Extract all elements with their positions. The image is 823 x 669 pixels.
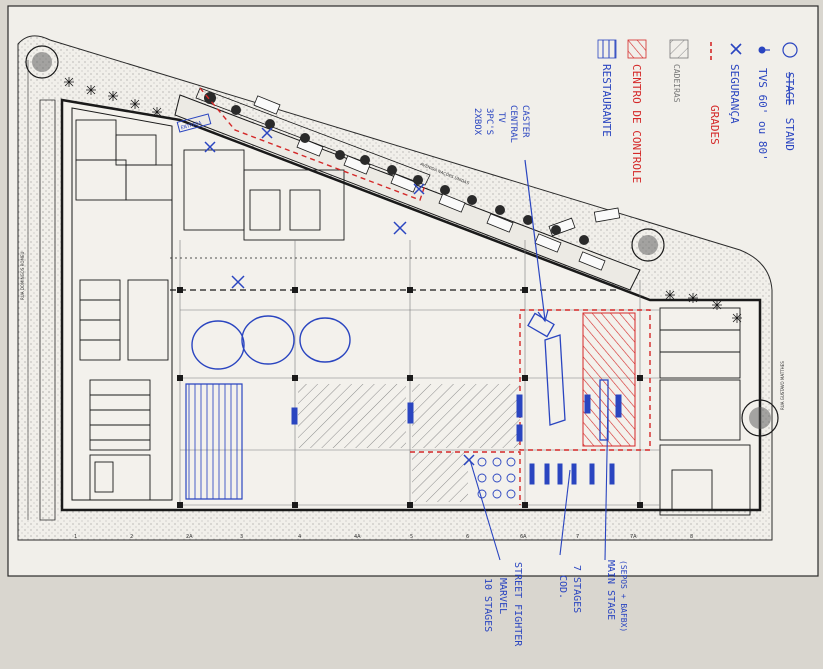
svg-text:6A: 6A <box>520 534 527 540</box>
svg-text:CENTRO DE CONTROLE: CENTRO DE CONTROLE <box>630 64 643 183</box>
svg-text:CENTRAL: CENTRAL <box>508 105 518 143</box>
street-right-label: RUA GUSTAVO MATTHES <box>780 361 785 410</box>
svg-text:CASTER: CASTER <box>520 105 530 138</box>
svg-text:MAIN STAGE: MAIN STAGE <box>605 560 616 620</box>
svg-text:(SEPOS + BAFBX): (SEPOS + BAFBX) <box>619 560 628 632</box>
stand-circle <box>191 320 245 370</box>
legend-tv-symbol <box>758 46 770 54</box>
svg-text:TVS 60' ou 80': TVS 60' ou 80' <box>756 68 769 161</box>
tree-group <box>25 45 779 437</box>
security-icon <box>413 183 425 195</box>
svg-text:MARVEL: MARVEL <box>497 578 508 614</box>
svg-text:7A: 7A <box>630 534 637 540</box>
bottom-annotations: STREET FIGHTER MARVEL 10 STAGES 7 STAGES… <box>482 560 628 647</box>
chairs-zone <box>298 384 520 502</box>
grid-column-labels: 1 2 2A 3 4 4A 5 6 6A 7 7A 8 <box>74 534 693 540</box>
svg-text:GRADES: GRADES <box>708 105 721 145</box>
entrance-label: ENTRADA <box>180 120 202 131</box>
svg-text:10 STAGES: 10 STAGES <box>482 578 493 632</box>
svg-text:RESTAURANTE: RESTAURANTE <box>600 64 613 137</box>
security-marks <box>204 127 475 466</box>
svg-text:7 STAGES: 7 STAGES <box>571 565 582 613</box>
stage-marks <box>291 312 622 499</box>
security-icon <box>261 127 273 139</box>
legend-chairs-symbol <box>669 39 689 59</box>
svg-text:4A: 4A <box>354 534 361 540</box>
stand-circles <box>191 315 351 370</box>
svg-text:2A: 2A <box>186 534 193 540</box>
security-icon <box>393 221 407 235</box>
svg-text:1: 1 <box>74 534 77 540</box>
svg-text:8: 8 <box>690 534 693 540</box>
security-icon <box>231 275 245 289</box>
restaurant-zone <box>185 383 243 500</box>
svg-text:4: 4 <box>298 534 301 540</box>
legend-restaurant-symbol <box>597 39 617 59</box>
legend-control-symbol <box>627 39 647 59</box>
security-icon <box>204 141 216 153</box>
fence-lines <box>199 87 651 505</box>
caster-annotation: CASTER CENTRAL TV 3PC'S 2XBOX <box>472 105 549 323</box>
entrance: ENTRADA <box>176 113 212 133</box>
svg-text:2: 2 <box>130 534 133 540</box>
svg-text:CADEIRAS: CADEIRAS <box>672 64 681 103</box>
svg-text:3: 3 <box>240 534 243 540</box>
svg-text:STREET FIGHTER: STREET FIGHTER <box>512 562 523 647</box>
svg-text:2XBOX: 2XBOX <box>472 108 482 136</box>
svg-text:SEGURANÇA: SEGURANÇA <box>728 64 741 124</box>
column-markers <box>177 287 643 508</box>
legend-security-symbol <box>730 43 742 55</box>
structural-grid <box>170 240 660 506</box>
stand-circle <box>241 315 295 365</box>
svg-text:6: 6 <box>466 534 469 540</box>
svg-text:7: 7 <box>576 534 579 540</box>
legend: STAGE STAND TVS 60' ou 80' SEGURANÇA GRA… <box>597 39 798 183</box>
svg-text:COD.: COD. <box>557 575 568 599</box>
svg-text:5: 5 <box>410 534 413 540</box>
svg-text:3PC'S: 3PC'S <box>484 108 494 135</box>
control-center-zone <box>582 312 636 447</box>
bottom-arrows <box>469 399 609 561</box>
legend-stand-symbol <box>782 42 798 58</box>
security-icon <box>463 454 475 466</box>
stand-circle <box>299 317 351 363</box>
right-service-rooms <box>659 307 751 516</box>
street-left-label: RUA DOMINGOS ROMEU <box>20 251 25 300</box>
svg-text:TV: TV <box>496 112 506 123</box>
svg-text:STAGE STAND: STAGE STAND <box>783 72 796 151</box>
